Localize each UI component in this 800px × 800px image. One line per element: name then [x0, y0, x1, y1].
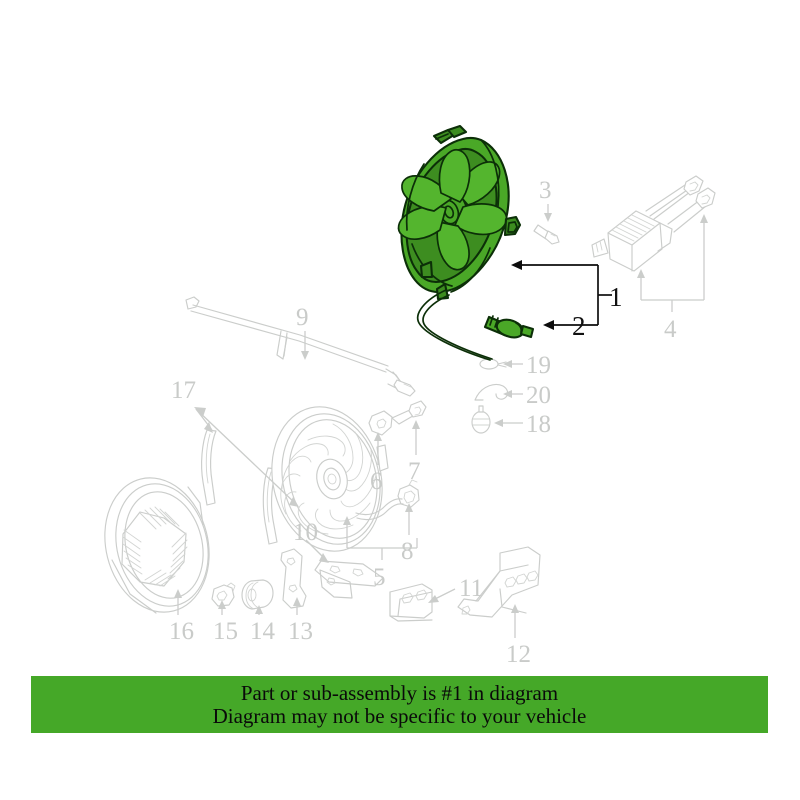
callout-label-15: 15 — [213, 618, 238, 645]
part-6-upper-mount-bracket — [368, 410, 393, 436]
part-12-mounting-bracket-right — [457, 546, 541, 618]
part-5-fan-wiring-harness — [355, 498, 404, 521]
callout-label-2: 2 — [572, 311, 586, 341]
part-16-fan-shroud — [104, 477, 210, 614]
part-10-lower-mount-bracket — [314, 560, 384, 599]
callout-3: 3 — [539, 177, 552, 222]
part-1-fan-and-motor-assembly — [397, 124, 522, 301]
diagram-notice-banner: Part or sub-assembly is #1 in diagram Di… — [31, 676, 768, 733]
banner-line-2: Diagram may not be specific to your vehi… — [212, 703, 587, 728]
callout-5: 5 — [343, 516, 418, 591]
part-9-upper-support-rod — [185, 296, 416, 397]
callout-label-20: 20 — [526, 382, 551, 409]
part-14-rubber-bushing — [241, 579, 274, 610]
callout-label-19: 19 — [526, 352, 551, 379]
part-8-harness-connector — [397, 479, 420, 508]
callout-4: 4 — [637, 214, 708, 343]
callout-8: 8 — [401, 503, 414, 565]
callout-label-7: 7 — [408, 458, 421, 485]
part-2-fan-wiring-connector — [416, 289, 535, 361]
callout-label-12: 12 — [506, 641, 531, 668]
callout-label-1: 1 — [609, 282, 623, 312]
callout-label-17: 17 — [171, 377, 196, 404]
part-18-expansion-rivet — [471, 405, 491, 434]
part-20-wiring-clip — [474, 383, 509, 401]
callout-6: 6 — [370, 432, 383, 495]
part-19-cable-tie — [479, 358, 507, 370]
callout-2: 2 — [543, 311, 598, 341]
callout-13: 13 — [288, 597, 313, 645]
part-15-grommet — [211, 582, 236, 607]
callout-label-4: 4 — [664, 316, 677, 343]
callout-label-14: 14 — [250, 618, 276, 645]
callout-11: 11 — [428, 575, 483, 603]
part-13-retaining-clip — [280, 548, 307, 609]
callout-label-5: 5 — [373, 564, 386, 591]
part-7-mount-bolt — [391, 400, 427, 425]
callout-12: 12 — [506, 604, 531, 668]
callout-label-6: 6 — [370, 468, 383, 495]
callout-17: 17 — [171, 377, 299, 507]
part-grey-cooling-fan — [271, 406, 389, 552]
callout-10: 10 — [293, 519, 329, 563]
callout-label-10: 10 — [293, 519, 318, 546]
callout-20: 20 — [503, 382, 551, 409]
part-17-air-seal-strips — [201, 429, 278, 545]
callout-label-16: 16 — [169, 618, 194, 645]
part-11-mounting-bracket-left — [389, 583, 433, 622]
callout-label-8: 8 — [401, 538, 414, 565]
callout-label-11: 11 — [459, 575, 483, 602]
banner-line-1: Part or sub-assembly is #1 in diagram — [240, 680, 559, 705]
part-4-fan-control-module — [591, 175, 716, 272]
callout-label-18: 18 — [526, 411, 551, 438]
callout-1: 1 — [511, 260, 623, 325]
callout-19: 19 — [503, 352, 551, 379]
callout-label-9: 9 — [296, 304, 309, 331]
callout-label-13: 13 — [288, 618, 313, 645]
callout-16: 16 — [169, 589, 194, 645]
part-3-mounting-screw — [533, 224, 560, 245]
callout-label-3: 3 — [539, 177, 552, 204]
callout-15: 15 — [213, 600, 238, 645]
callout-7: 7 — [408, 420, 421, 485]
callout-18: 18 — [494, 411, 551, 438]
callout-14: 14 — [250, 605, 276, 645]
callout-9: 9 — [296, 304, 309, 360]
